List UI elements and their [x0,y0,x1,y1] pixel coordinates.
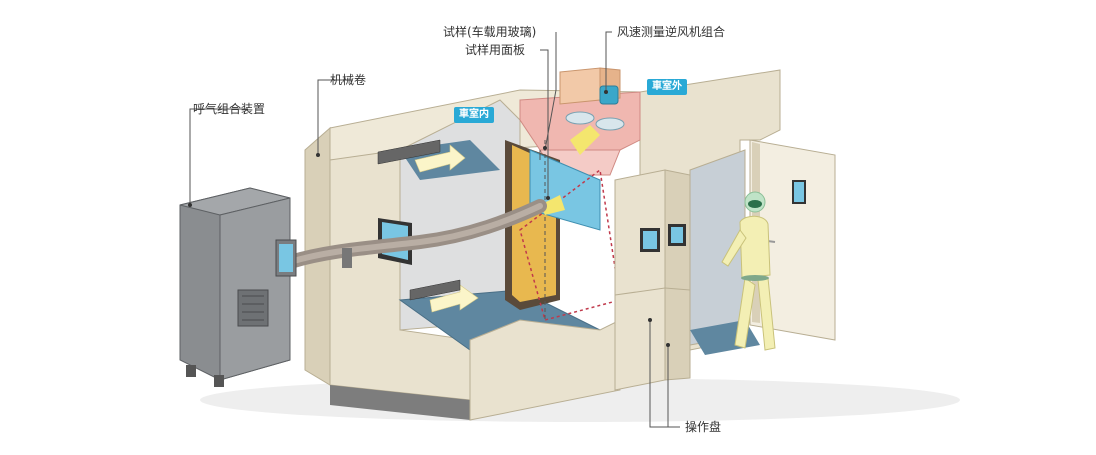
label-breathing-unit: 呼气组合装置 [193,102,265,116]
label-sample-panel: 试样用面板 [465,43,525,57]
label-machine-room: 机械卷 [330,73,366,87]
badge-inside-room: 車室内 [454,107,494,123]
hose-connector [342,248,352,268]
badge-outside-room: 車室外 [647,79,687,95]
breathing-unit-icon [180,188,296,387]
fan-box [560,68,600,104]
label-sample-glass: 试样(车载用玻璃) [443,25,536,39]
operation-panel-pillar [615,170,690,390]
label-wind-fan: 风速测量逆风机组合 [617,25,725,39]
label-operation-panel: 操作盘 [685,420,721,434]
